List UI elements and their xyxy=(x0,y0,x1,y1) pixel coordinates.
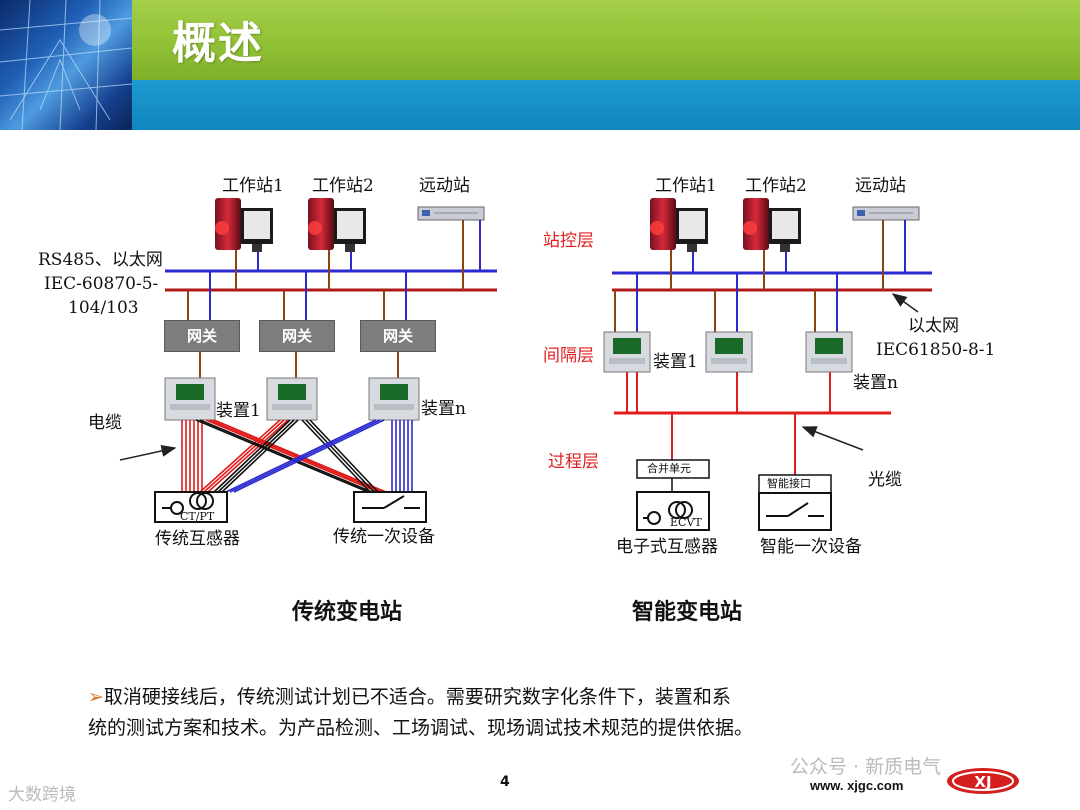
gateway-2: 网关 xyxy=(259,320,335,352)
smart-primary-label: 智能一次设备 xyxy=(760,537,862,557)
hardwire-cables xyxy=(181,419,413,493)
merging-unit-label: 合并单元 xyxy=(647,462,691,475)
gateway-3: 网关 xyxy=(360,320,436,352)
left-device-n-label: 装置n xyxy=(421,399,466,419)
bus-label-line3: 104/103 xyxy=(68,298,139,318)
right-device-n-label: 装置n xyxy=(853,373,898,393)
ctpt-label: CT/PT xyxy=(180,510,215,523)
right-workstation-1-label: 工作站1 xyxy=(655,176,717,196)
layer-bay-label: 间隔层 xyxy=(543,346,594,366)
right-workstation-2-icon xyxy=(743,198,801,252)
paragraph-line-1: ➢取消硬接线后，传统测试计划已不适合。需要研究数字化条件下，装置和系 xyxy=(88,682,968,713)
right-device-1-label: 装置1 xyxy=(653,352,698,372)
ecvt-box xyxy=(636,491,710,531)
bus-label-line2: IEC-60870-5- xyxy=(44,274,159,294)
company-logo-icon: XJ xyxy=(947,768,1019,794)
traditional-primary-label: 传统一次设备 xyxy=(333,527,435,547)
primary-equipment-box xyxy=(353,491,427,523)
website-url: www. xjgc.com xyxy=(810,778,904,793)
right-remote-station-label: 远动站 xyxy=(855,176,906,196)
ctpt-box xyxy=(154,491,228,523)
electronic-sensor-label: 电子式互感器 xyxy=(616,537,718,557)
smart-primary-box xyxy=(758,474,832,531)
left-device-1-icon xyxy=(266,377,318,421)
left-device-1-label: 装置1 xyxy=(216,401,261,421)
left-workstation-2-label: 工作站2 xyxy=(312,176,374,196)
ecvt-label: ECVT xyxy=(670,516,702,529)
merging-unit-box xyxy=(636,459,710,479)
watermark-left: 大数跨境 xyxy=(8,785,76,805)
bus-label-line1: RS485、以太网 xyxy=(38,250,163,270)
left-device-a-icon xyxy=(164,377,216,421)
right-caption: 智能变电站 xyxy=(632,600,743,625)
right-device-n-icon xyxy=(805,331,853,373)
header-green-band xyxy=(132,0,1080,80)
left-remote-station-label: 远动站 xyxy=(419,176,470,196)
left-workstation-1-icon xyxy=(215,198,273,252)
smart-interface-label: 智能接口 xyxy=(767,477,811,490)
paragraph-line-1-text: 取消硬接线后，传统测试计划已不适合。需要研究数字化条件下，装置和系 xyxy=(103,686,731,708)
fiber-label: 光缆 xyxy=(868,470,902,490)
header-photo xyxy=(0,0,132,130)
slide-header: 概述 xyxy=(0,0,1080,130)
bullet-arrow-icon: ➢ xyxy=(88,686,104,708)
ethernet-label-line2: IEC61850-8-1 xyxy=(876,340,996,360)
right-remote-station-icon xyxy=(852,206,920,221)
watermark-wechat: 公众号 · 新质电气 xyxy=(790,756,942,778)
page-number: 4 xyxy=(500,774,510,790)
layer-station-label: 站控层 xyxy=(543,231,594,251)
left-remote-station-icon xyxy=(417,206,485,221)
summary-paragraph: ➢取消硬接线后，传统测试计划已不适合。需要研究数字化条件下，装置和系 统的测试方… xyxy=(88,682,968,744)
left-device-n-icon xyxy=(368,377,420,421)
left-workstation-2-icon xyxy=(308,198,366,252)
right-workstation-2-label: 工作站2 xyxy=(745,176,807,196)
slide-title: 概述 xyxy=(172,18,264,69)
traditional-sensor-label: 传统互感器 xyxy=(155,529,240,549)
cable-label: 电缆 xyxy=(88,413,122,433)
layer-process-label: 过程层 xyxy=(548,452,599,472)
paragraph-line-2: 统的测试方案和技术。为产品检测、工场调试、现场调试技术规范的提供依据。 xyxy=(88,717,754,739)
ethernet-label-line1: 以太网 xyxy=(908,316,959,336)
right-device-1-icon xyxy=(603,331,651,373)
left-caption: 传统变电站 xyxy=(292,600,403,625)
right-workstation-1-icon xyxy=(650,198,708,252)
logo-text: XJ xyxy=(974,773,991,791)
left-workstation-1-label: 工作站1 xyxy=(222,176,284,196)
header-blue-band xyxy=(132,80,1080,130)
gateway-1: 网关 xyxy=(164,320,240,352)
right-device-2-icon xyxy=(705,331,753,373)
substation-diagrams xyxy=(119,198,932,531)
